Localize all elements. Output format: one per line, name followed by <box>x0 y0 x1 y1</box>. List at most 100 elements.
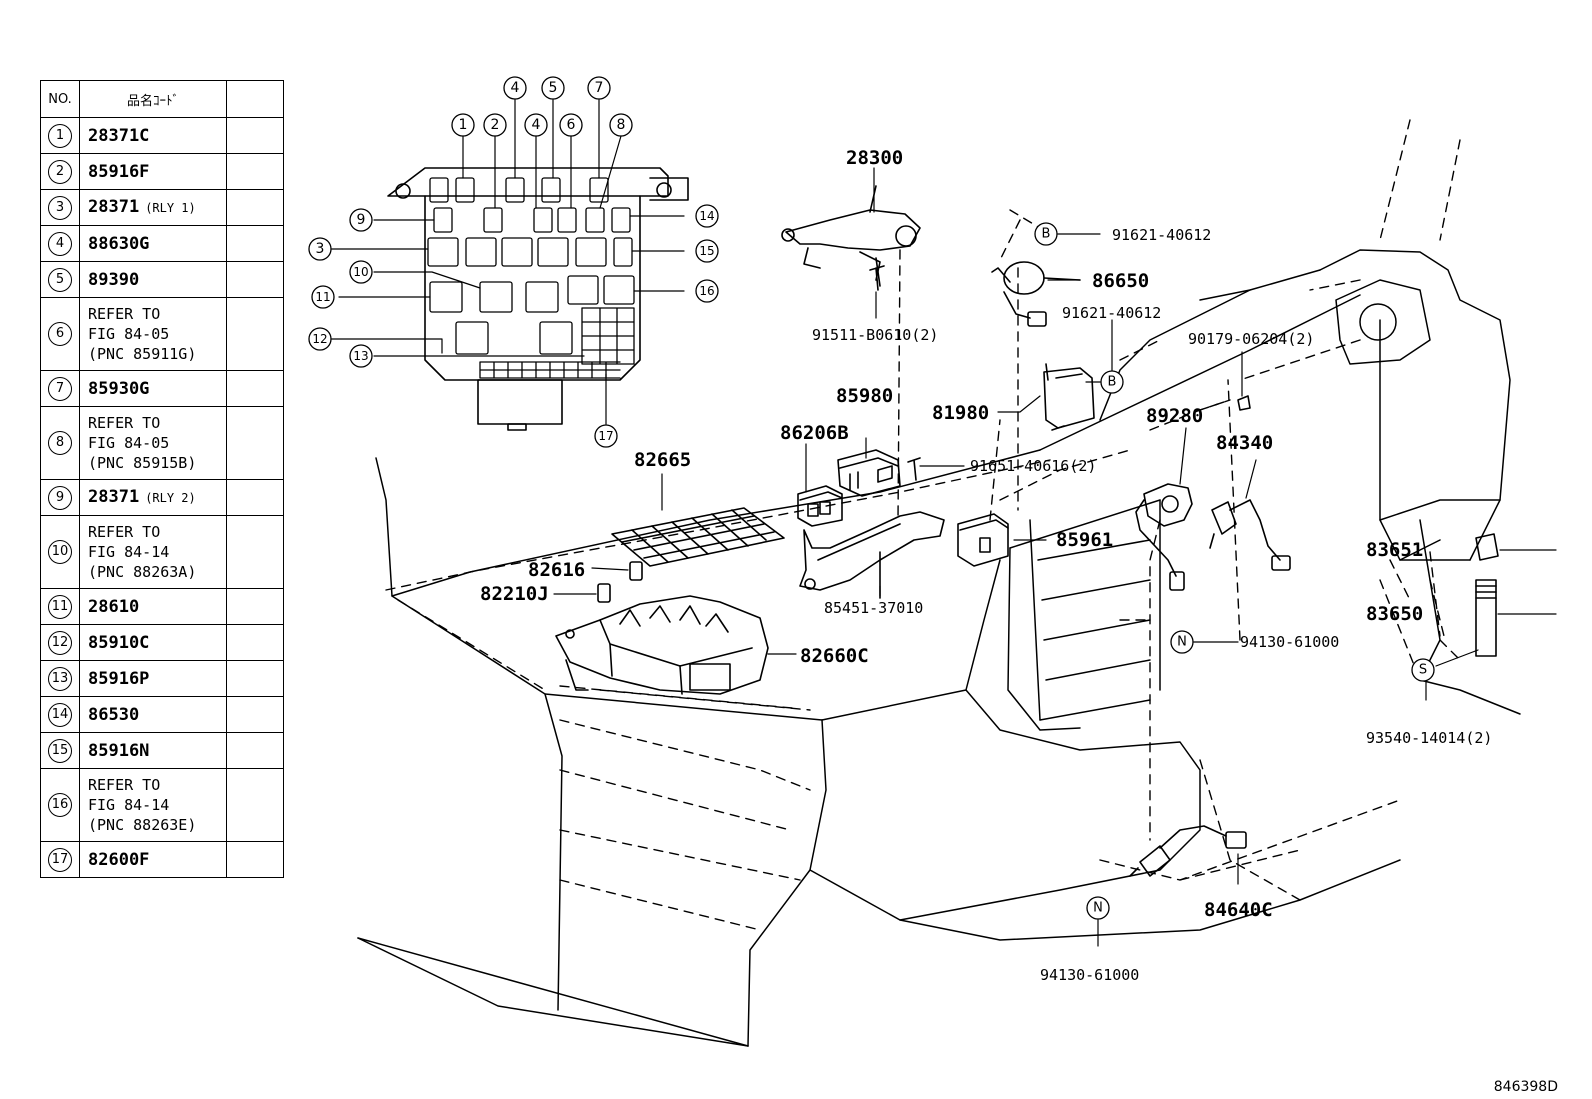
callout-10: 10 <box>353 265 368 279</box>
table-row: 6 REFER TO FIG 84-05 (PNC 85911G) <box>40 297 284 371</box>
label-91511: 91511-B0610(2) <box>812 326 938 344</box>
label-93540: 93540-14014(2) <box>1366 729 1492 747</box>
figure-id: 846398D <box>1494 1079 1558 1095</box>
marker-s: S <box>1419 663 1427 678</box>
part-code-text: 28371C <box>88 125 150 146</box>
component-85451-bracket <box>799 511 945 599</box>
row-number-circle: 6 <box>48 322 72 346</box>
row-blank-cell <box>226 696 284 733</box>
part-code-note: (RLY 2) <box>145 491 196 505</box>
table-header-row: NO. 品名ｺｰﾄﾞ <box>40 80 284 118</box>
row-number-circle: 1 <box>48 123 72 148</box>
component-85961-relay <box>957 513 1009 567</box>
part-code-text: REFER TO FIG 84-14 (PNC 88263E) <box>88 776 197 834</box>
table-row: 1 28371C <box>40 117 284 154</box>
component-83650-tube <box>1475 579 1497 657</box>
row-part-code: 28371(RLY 1) <box>79 189 227 226</box>
callout-2: 2 <box>491 117 500 133</box>
row-part-code: REFER TO FIG 84-14 (PNC 88263A) <box>79 515 227 589</box>
row-number: 1 <box>40 117 80 154</box>
row-blank-cell <box>226 732 284 769</box>
row-blank-cell <box>226 370 284 407</box>
header-no: NO. <box>40 80 80 118</box>
marker-n-2: N <box>1093 901 1103 916</box>
label-91621-a: 91621-40612 <box>1112 226 1211 244</box>
row-number: 4 <box>40 225 80 262</box>
marker-b-1: B <box>1042 227 1051 242</box>
row-number: 12 <box>40 624 80 661</box>
callout-14: 14 <box>699 209 714 223</box>
component-82616-fuse <box>629 561 643 581</box>
row-blank-cell <box>226 225 284 262</box>
table-row: 11 28610 <box>40 588 284 625</box>
row-number-circle: 2 <box>48 159 72 184</box>
row-number-circle: 16 <box>48 793 72 817</box>
row-number-circle: 7 <box>48 376 72 401</box>
row-number-circle: 8 <box>48 431 72 455</box>
row-number: 10 <box>40 515 80 589</box>
part-code-text: REFER TO FIG 84-05 (PNC 85915B) <box>88 414 197 472</box>
table-row: 8 REFER TO FIG 84-05 (PNC 85915B) <box>40 406 284 480</box>
callout-11: 11 <box>315 290 330 304</box>
label-91621-b: 91621-40612 <box>1062 304 1161 322</box>
callout-4-top: 4 <box>511 80 520 96</box>
row-blank-cell <box>226 406 284 480</box>
row-part-code: 85930G <box>79 370 227 407</box>
part-code-text: REFER TO FIG 84-05 (PNC 85911G) <box>88 305 197 363</box>
row-blank-cell <box>226 624 284 661</box>
part-code-text: 85916N <box>88 740 150 761</box>
label-85451: 85451-37010 <box>824 599 923 617</box>
row-blank-cell <box>226 768 284 842</box>
row-number-circle: 12 <box>48 630 72 655</box>
row-number: 7 <box>40 370 80 407</box>
component-89280-sensor <box>1135 483 1193 591</box>
row-part-code: 28610 <box>79 588 227 625</box>
row-part-code: 85916P <box>79 660 227 697</box>
component-82210j-clip <box>597 583 611 603</box>
table-row: 16 REFER TO FIG 84-14 (PNC 88263E) <box>40 768 284 842</box>
label-83650: 83650 <box>1366 603 1423 625</box>
row-part-code: 85916N <box>79 732 227 769</box>
component-86206b-relay <box>797 485 843 527</box>
row-number: 16 <box>40 768 80 842</box>
row-part-code: REFER TO FIG 84-05 (PNC 85911G) <box>79 297 227 371</box>
callout-17: 17 <box>598 429 613 443</box>
row-number-circle: 13 <box>48 666 72 691</box>
label-85980: 85980 <box>836 385 893 407</box>
table-row: 3 28371(RLY 1) <box>40 189 284 226</box>
row-number: 13 <box>40 660 80 697</box>
part-code-text: 89390 <box>88 269 140 290</box>
part-code-text: 85916F <box>88 161 150 182</box>
marker-n-1: N <box>1177 635 1187 650</box>
table-row: 13 85916P <box>40 660 284 697</box>
label-84340: 84340 <box>1216 432 1273 454</box>
component-85980-relay <box>837 449 901 497</box>
part-code-text: 82600F <box>88 849 150 870</box>
part-code-text: 28371 <box>88 197 140 217</box>
row-blank-cell <box>226 117 284 154</box>
row-number-circle: 15 <box>48 738 72 763</box>
part-code-text: 86530 <box>88 704 140 725</box>
label-84640c: 84640C <box>1204 899 1273 921</box>
row-number: 11 <box>40 588 80 625</box>
row-blank-cell <box>226 841 284 878</box>
callout-7: 7 <box>595 80 604 96</box>
label-91651: 91651-40616(2) <box>970 457 1096 475</box>
callout-13: 13 <box>353 349 368 363</box>
part-code-text: 85910C <box>88 632 150 653</box>
part-code-text: 85930G <box>88 378 150 399</box>
label-28300: 28300 <box>846 147 903 169</box>
label-90179: 90179-06204(2) <box>1188 330 1314 348</box>
row-number-circle: 3 <box>48 195 72 220</box>
part-code-text: 28610 <box>88 596 140 617</box>
row-number-circle: 5 <box>48 267 72 292</box>
table-row: 12 85910C <box>40 624 284 661</box>
table-row: 7 85930G <box>40 370 284 407</box>
junction-block-detail <box>331 99 689 431</box>
